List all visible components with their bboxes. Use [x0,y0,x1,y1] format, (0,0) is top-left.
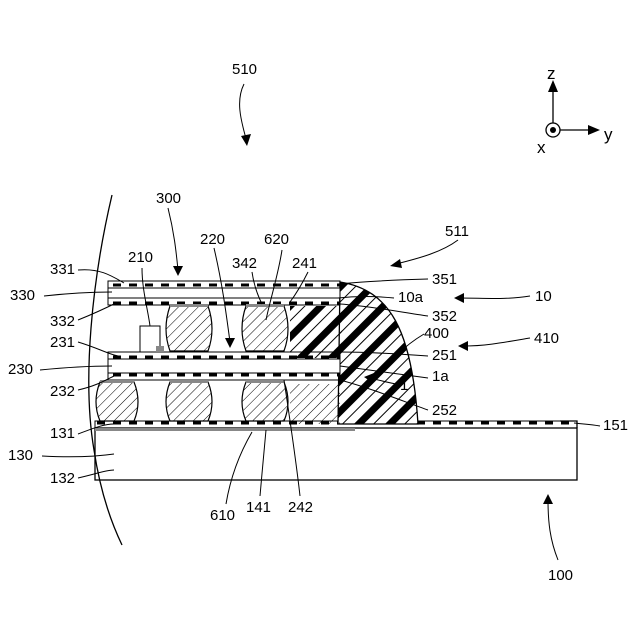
label-230: 230 [8,361,33,378]
component-210-pad [156,346,164,352]
label-130: 130 [8,447,33,464]
label-331: 331 [50,261,75,278]
label-620: 620 [264,231,289,248]
axis-label-y: y [604,125,613,144]
solder-bump-upper-2 [242,306,288,351]
label-100: 100 [548,567,573,584]
bump-pads-lower-3 [246,380,284,383]
arrow-510 [240,84,247,142]
label-210: 210 [128,249,153,266]
label-342: 342 [232,255,257,272]
label-330: 330 [10,287,35,304]
label-1a: 1a [432,368,449,385]
leader-231 [78,342,118,356]
label-132: 132 [50,470,75,487]
mid-layer-232 [108,373,340,380]
arrowhead-10 [454,293,464,303]
solder-bump-lower-1 [96,382,138,421]
arrow-10 [460,296,530,299]
label-410: 410 [534,330,559,347]
solder-bump-lower-2 [166,382,212,421]
bump-pads-upper-2 [246,304,284,307]
label-131: 131 [50,425,75,442]
label-251: 251 [432,347,457,364]
label-141: 141 [246,499,271,516]
label-231: 231 [50,334,75,351]
label-242: 242 [288,499,313,516]
axis-label-x: x [537,138,546,157]
label-352: 352 [432,308,457,325]
label-151: 151 [603,417,628,434]
arrowhead-220 [225,338,235,348]
solder-bump-lower-3 [242,382,288,421]
arrowhead-510 [241,134,251,146]
label-351: 351 [432,271,457,288]
mid-core-230 [108,359,340,373]
leader-151 [574,423,600,426]
leader-332 [78,302,118,320]
leader-230 [40,366,112,370]
label-232: 232 [50,383,75,400]
leader-351 [338,279,428,284]
label-10: 10 [535,288,552,305]
label-300: 300 [156,190,181,207]
label-252: 252 [432,402,457,419]
arrowhead-100 [543,494,553,504]
pads-141 [95,428,355,431]
mid-layer-231 [108,352,340,359]
arrowhead-300 [173,266,183,276]
label-332: 332 [50,313,75,330]
bump-pads-upper [170,304,208,307]
label-220: 220 [200,231,225,248]
label-610: 610 [210,507,235,524]
label-400: 400 [424,325,449,342]
underfill-region-lower [290,384,340,424]
solder-bump-upper-1 [166,306,212,351]
bump-pads-lower-2 [170,380,208,383]
substrate-130 [95,428,577,480]
axis-label-z: z [547,64,556,83]
arrow-410 [464,338,530,346]
underfill-region-410 [290,306,342,358]
coordinate-axes [546,80,600,137]
arrowhead-511 [390,259,402,268]
leader-330 [44,292,112,296]
label-510: 510 [232,61,257,78]
label-10a: 10a [398,289,424,306]
label-241: 241 [292,255,317,272]
label-511: 511 [445,223,469,240]
arrowhead-410 [458,341,468,351]
arrow-300 [168,208,178,270]
label-1: 1 [400,377,408,394]
arrow-100 [548,500,558,560]
top-core-330 [108,288,340,298]
arrow-511 [396,240,458,264]
